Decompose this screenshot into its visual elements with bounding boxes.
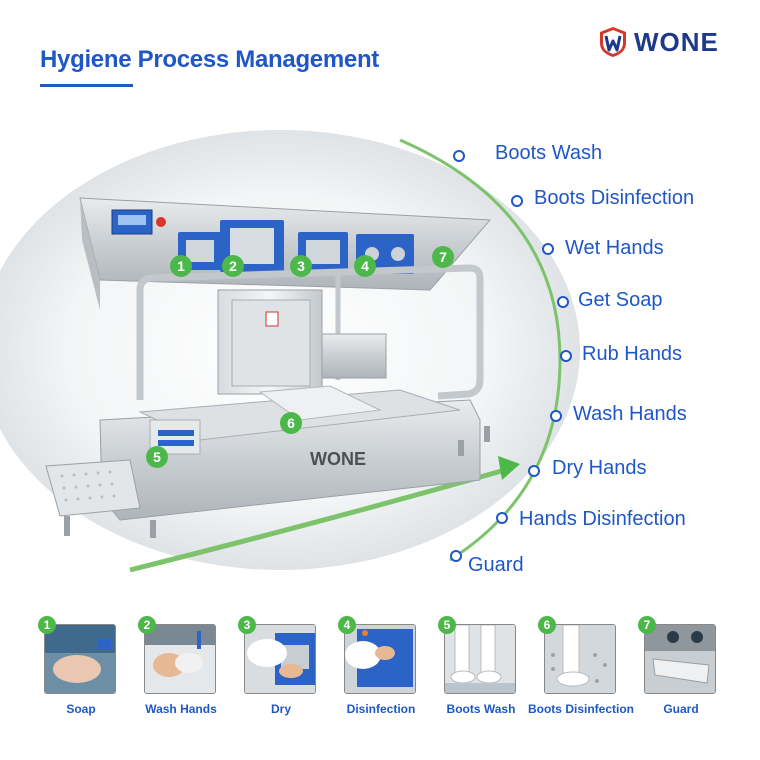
step-rub-hands: Rub Hands: [582, 343, 683, 365]
page-title: Hygiene Process Management: [40, 46, 379, 73]
thumbnail-badge: 7: [638, 616, 656, 634]
step-dot: [560, 350, 572, 362]
title-underline: [40, 84, 133, 87]
wash-hands-photo: [144, 624, 216, 694]
step-boots-disinfection: Boots Disinfection: [534, 187, 695, 209]
step-dot: [557, 296, 569, 308]
step-dot: [511, 195, 523, 207]
thumbnail-label: Dry: [270, 702, 291, 716]
thumbnail-label: Soap: [66, 702, 96, 716]
step-get-soap: Get Soap: [578, 289, 663, 311]
dry-photo: [244, 624, 316, 694]
shield-logo-icon: [600, 27, 626, 57]
thumbnail-badge: 5: [438, 616, 456, 634]
machine-step-badge-5: 5: [146, 446, 168, 468]
machine-step-badge-6: 6: [280, 412, 302, 434]
step-dot: [528, 465, 540, 477]
thumbnail-badge: 3: [238, 616, 256, 634]
machine-brand-text: WONE: [310, 449, 366, 469]
disinfection-photo: [344, 624, 416, 694]
step-boots-wash: Boots Wash: [495, 142, 603, 164]
machine-illustration: WONE 1 2 3 4 5 6 7: [0, 120, 760, 590]
step-dot: [453, 150, 465, 162]
step-dot: [550, 410, 562, 422]
step-dot: [542, 243, 554, 255]
step-guard: Guard: [468, 554, 524, 576]
boots-disinfection-photo: [544, 624, 616, 694]
thumbnail-badge: 2: [138, 616, 156, 634]
brand-logo: WONE: [598, 26, 719, 58]
machine-step-badge-1: 1: [170, 255, 192, 277]
logo-text: WONE: [634, 26, 719, 57]
machine-step-badge-2: 2: [222, 255, 244, 277]
soap-photo: [44, 624, 116, 694]
machine-step-badge-4: 4: [354, 255, 376, 277]
thumbnail-badge: 6: [538, 616, 556, 634]
step-dot: [496, 512, 508, 524]
guard-photo: [644, 624, 716, 694]
thumbnail-label: Wash Hands: [145, 702, 217, 716]
thumbnail-row: 1 Soap 2 Wash Hands 3: [0, 616, 760, 736]
thumbnail-label: Boots Disinfection: [527, 702, 634, 716]
thumbnail-label: Disinfection: [346, 702, 416, 716]
thumbnail-label: Boots Wash: [446, 702, 516, 716]
thumbnail-badge: 1: [38, 616, 56, 634]
step-hands-disinfection: Hands Disinfection: [519, 508, 686, 530]
boots-wash-photo: [444, 624, 516, 694]
step-dry-hands: Dry Hands: [552, 457, 647, 479]
machine-step-badge-3: 3: [290, 255, 312, 277]
thumbnail-label: Guard: [663, 702, 699, 716]
machine-step-badge-7: 7: [432, 246, 454, 268]
thumbnail-badge: 4: [338, 616, 356, 634]
step-dot: [450, 550, 462, 562]
step-wash-hands: Wash Hands: [573, 403, 687, 425]
step-wet-hands: Wet Hands: [565, 237, 664, 259]
